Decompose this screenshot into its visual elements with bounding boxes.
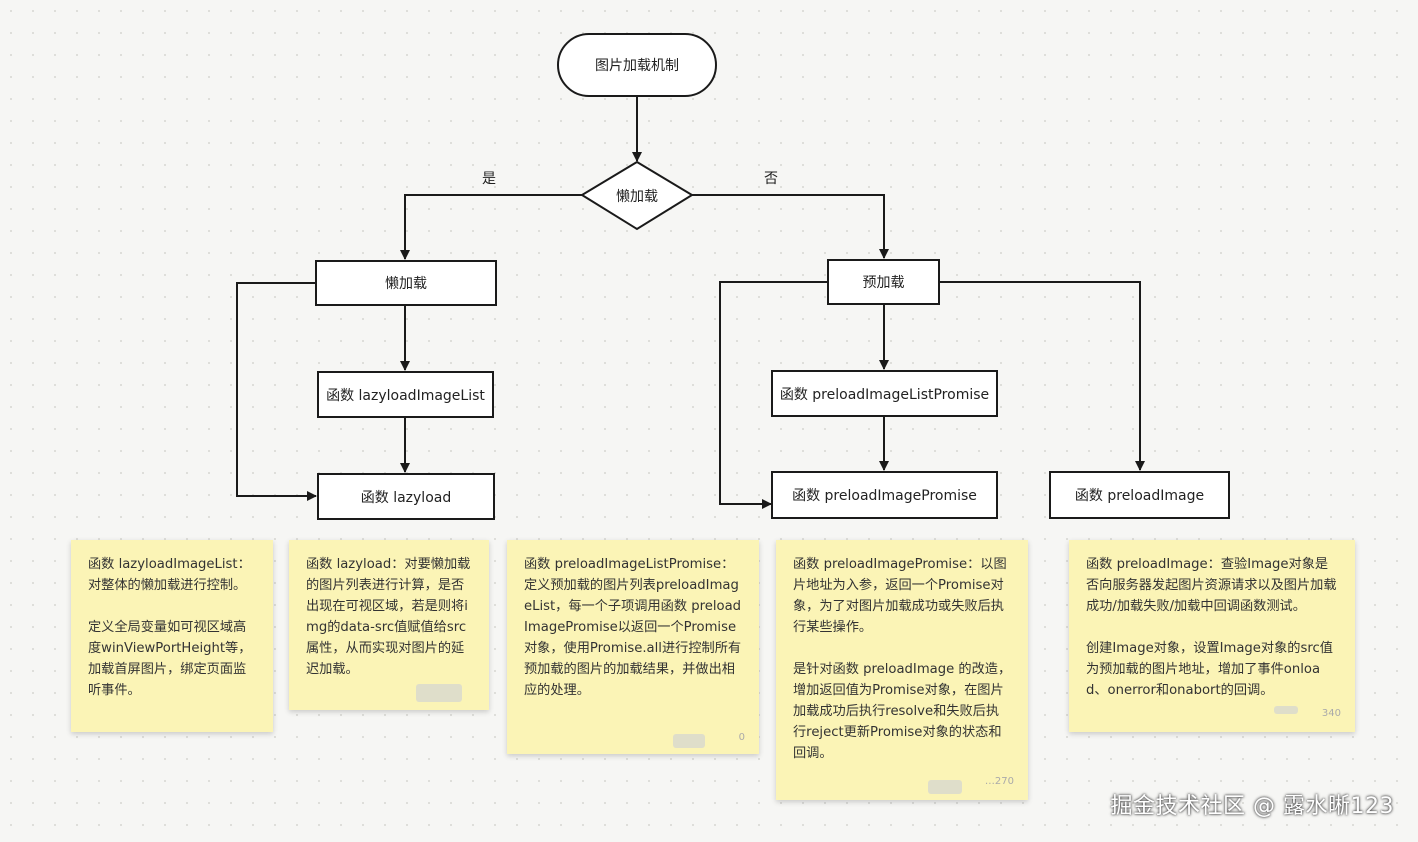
note-preload-image: 函数 preloadImage：查验Image对象是否向服务器发起图片资源请求以…	[1069, 540, 1355, 732]
start-node: 图片加载机制	[557, 33, 717, 97]
note-text: 是针对函数 preloadImage 的改造，增加返回值为Promise对象，在…	[793, 662, 1012, 761]
blurred-mark	[928, 780, 962, 794]
lazyload-image-list-node: 函数 lazyloadImageList	[317, 371, 494, 418]
lazyload-node: 函数 lazyload	[317, 473, 495, 520]
decision-label: 懒加载	[616, 188, 658, 205]
note-corner-text: 340	[1321, 708, 1341, 719]
edge-decision-yes-to-lazy	[400, 194, 582, 260]
edge-decision-no-to-preload	[692, 194, 889, 259]
note-text: 创建Image对象，设置Image对象的src值为预加载的图片地址，增加了事件o…	[1086, 641, 1333, 698]
note-text: 函数 lazyloadImageList：对整体的懒加载进行控制。	[88, 557, 251, 593]
note-text: 定义全局变量如可视区域高度winViewPortHeight等，加载首屏图片，绑…	[88, 620, 252, 698]
preload-image-node: 函数 preloadImage	[1049, 471, 1230, 519]
watermark: 掘金技术社区 @ 露水晰123	[1110, 794, 1394, 819]
edge-preload-bypass-to-promise	[719, 281, 827, 509]
note-text: 函数 lazyload：对要懒加载的图片列表进行计算，是否出现在可视区域，若是则…	[306, 557, 471, 677]
lazy-load-node: 懒加载	[315, 260, 497, 306]
note-lazyload: 函数 lazyload：对要懒加载的图片列表进行计算，是否出现在可视区域，若是则…	[289, 540, 489, 710]
note-preload-image-promise: 函数 preloadImagePromise：以图片地址为入参，返回一个Prom…	[776, 540, 1028, 800]
note-text: 函数 preloadImage：查验Image对象是否向服务器发起图片资源请求以…	[1086, 557, 1337, 614]
note-text: 函数 preloadImageListPromise：定义预加载的图片列表pre…	[524, 557, 742, 698]
preload-image-list-promise-node: 函数 preloadImageListPromise	[771, 370, 998, 417]
edge-preload-to-preload-image	[940, 281, 1145, 471]
edge-lazy-bypass-to-lazyload	[236, 282, 317, 501]
edge-label-no: 否	[764, 171, 778, 187]
note-corner-text: …270	[984, 776, 1014, 787]
note-lazyload-image-list: 函数 lazyloadImageList：对整体的懒加载进行控制。 定义全局变量…	[71, 540, 273, 732]
note-text: 函数 preloadImagePromise：以图片地址为入参，返回一个Prom…	[793, 557, 1007, 635]
decision-diamond	[580, 160, 694, 231]
blurred-mark	[416, 684, 462, 702]
preload-node: 预加载	[827, 259, 940, 305]
preload-image-promise-node: 函数 preloadImagePromise	[771, 471, 998, 519]
note-preload-image-list-promise: 函数 preloadImageListPromise：定义预加载的图片列表pre…	[507, 540, 759, 754]
note-corner-text: 0	[738, 732, 745, 743]
blurred-mark	[1274, 706, 1298, 714]
blurred-mark	[673, 734, 705, 748]
edge-label-yes: 是	[482, 171, 496, 187]
